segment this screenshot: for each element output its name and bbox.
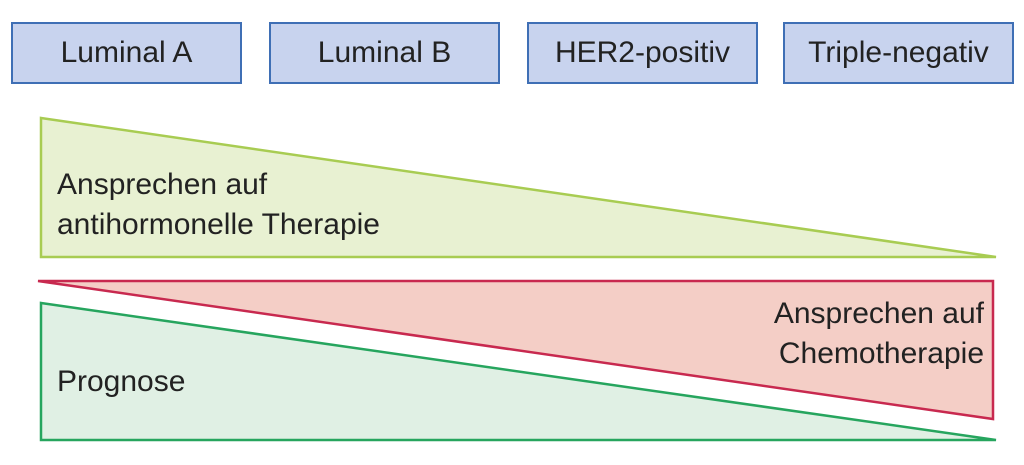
chemo-response-wedge xyxy=(37,279,995,421)
chemo-response-label-line2: Chemotherapie xyxy=(778,337,984,370)
subtype-box-her2-positive: HER2-positiv xyxy=(527,22,758,84)
prognosis-wedge xyxy=(39,301,997,442)
subtype-label: Luminal B xyxy=(317,36,452,69)
hormone-response-label-line1: Ansprechen auf xyxy=(57,168,268,201)
subtype-label: HER2-positiv xyxy=(554,36,731,69)
subtype-box-luminal-b: Luminal B xyxy=(269,22,500,84)
prognosis-label: Prognose xyxy=(57,362,185,402)
chemo-response-label-line1: Ansprechen auf xyxy=(773,297,984,330)
hormone-response-wedge xyxy=(39,116,997,259)
subtype-label: Luminal A xyxy=(60,36,193,69)
hormone-response-label: Ansprechen auf antihormonelle Therapie xyxy=(57,165,380,245)
chemo-response-label: Ansprechen auf Chemotherapie xyxy=(774,294,984,374)
subtype-box-luminal-a: Luminal A xyxy=(11,22,242,84)
subtype-box-triple-negative: Triple-negativ xyxy=(783,22,1014,84)
prognosis-label-line1: Prognose xyxy=(57,365,186,398)
hormone-response-label-line2: antihormonelle Therapie xyxy=(57,208,380,241)
subtype-label: Triple-negativ xyxy=(808,36,989,69)
